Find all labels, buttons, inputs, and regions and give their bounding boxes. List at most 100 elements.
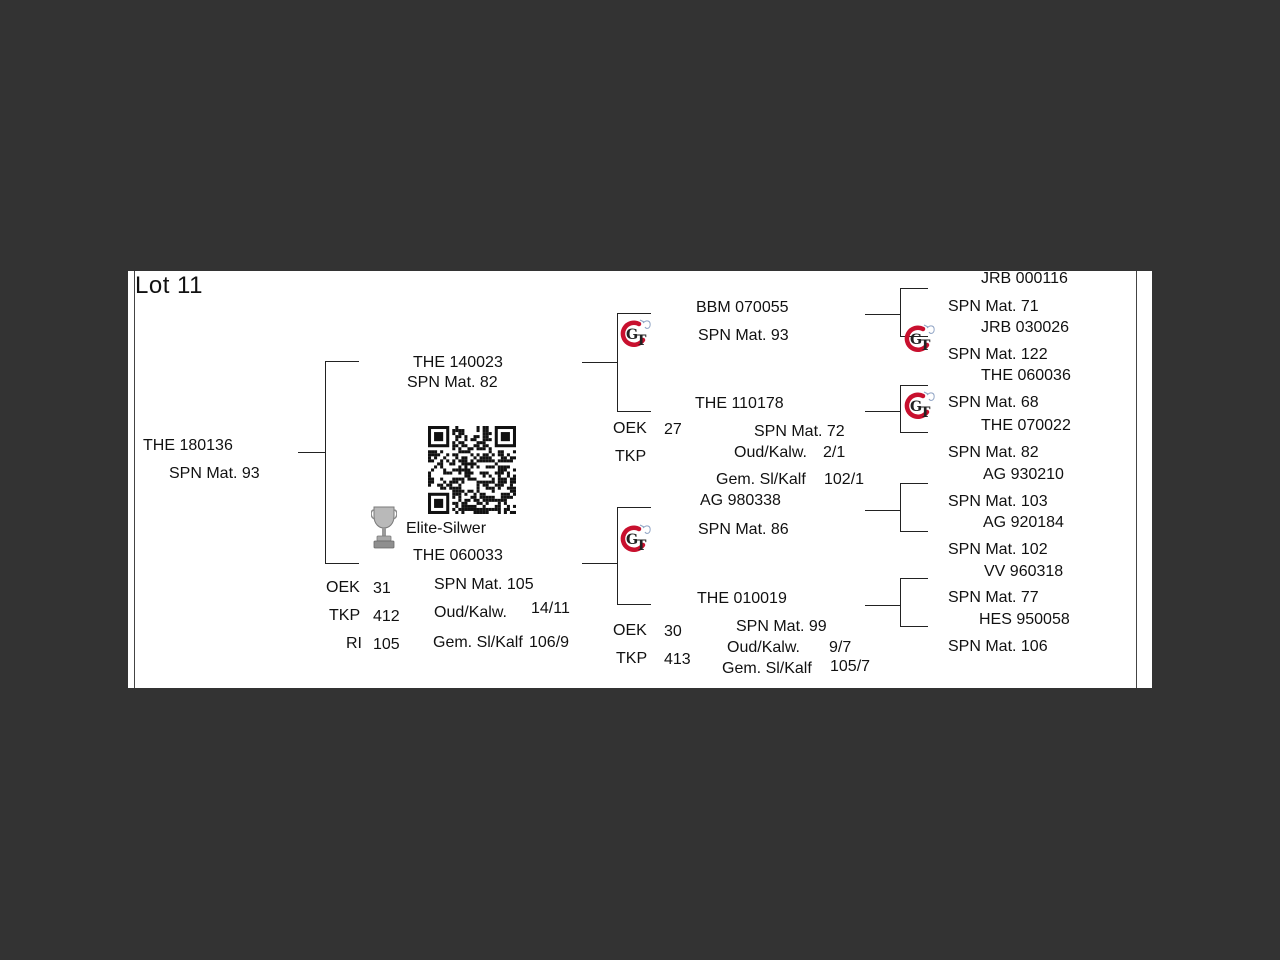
dam-dam-oud-value: 9/7: [829, 639, 852, 656]
svg-text:G: G: [910, 332, 922, 348]
svg-text:G: G: [626, 532, 638, 548]
connector: [865, 411, 900, 412]
dam-stat-label: RI: [346, 635, 362, 652]
gen3-spn: SPN Mat. 71: [948, 298, 1039, 315]
connector: [298, 452, 325, 453]
dam-stat-value: 412: [373, 608, 400, 625]
animal-spn: SPN Mat. 93: [169, 465, 260, 482]
dam-oud-label: Oud/Kalw.: [434, 604, 507, 621]
connector: [617, 507, 618, 604]
svg-text:G: G: [910, 399, 922, 415]
dam-stat-value: 105: [373, 636, 400, 653]
connector: [582, 362, 617, 363]
sire-dam-tkp-label: TKP: [615, 448, 647, 465]
trophy-icon: [371, 506, 397, 549]
dam-stat-label: TKP: [329, 607, 361, 624]
qr-code-icon: [428, 426, 516, 514]
svg-text:T: T: [636, 333, 647, 349]
gen3-spn: SPN Mat. 122: [948, 346, 1048, 363]
pedigree-sheet: Lot 11 THE 180136 SPN Mat. 93 THE 140023…: [128, 271, 1152, 688]
left-border: [134, 271, 135, 688]
gen3-spn: SPN Mat. 103: [948, 493, 1048, 510]
dam-stat-value: 31: [373, 580, 391, 597]
gen3-spn: SPN Mat. 68: [948, 394, 1039, 411]
sire-sire-spn: SPN Mat. 93: [698, 327, 789, 344]
gt-breeder-logo-icon: GT: [904, 324, 935, 354]
connector: [900, 483, 901, 531]
gen3-spn: SPN Mat. 77: [948, 589, 1039, 606]
gen3-id: JRB 000116: [981, 271, 1068, 287]
gen3-id: VV 960318: [984, 563, 1064, 580]
connector: [900, 578, 901, 626]
connector: [900, 385, 928, 386]
sire-dam-id: THE 110178: [695, 395, 784, 412]
dam-dam-oek-value: 30: [664, 623, 682, 640]
connector: [325, 361, 326, 563]
lot-title: Lot 11: [135, 272, 203, 299]
dam-dam-gem-value: 105/7: [830, 658, 871, 675]
connector: [865, 605, 900, 606]
dam-sire-spn: SPN Mat. 86: [698, 521, 789, 538]
connector: [617, 507, 651, 508]
gen3-id: JRB 030026: [981, 319, 1070, 336]
sire-spn: SPN Mat. 82: [407, 374, 498, 391]
connector: [325, 563, 359, 564]
dam-dam-oud-label: Oud/Kalw.: [727, 639, 800, 656]
connector: [617, 411, 651, 412]
connector: [900, 336, 928, 337]
connector: [900, 531, 928, 532]
sire-dam-oud-label: Oud/Kalw.: [734, 444, 807, 461]
gen3-id: THE 060036: [981, 367, 1071, 384]
gen3-id: AG 930210: [983, 466, 1064, 483]
dam-spn: SPN Mat. 105: [434, 576, 534, 593]
gen3-id: THE 070022: [981, 417, 1071, 434]
svg-text:T: T: [636, 538, 647, 554]
gt-breeder-logo-icon: GT: [620, 319, 651, 349]
right-border: [1136, 271, 1137, 688]
connector: [865, 314, 900, 315]
sire-sire-id: BBM 070055: [696, 299, 789, 316]
svg-text:T: T: [920, 405, 931, 421]
dam-gem-value: 106/9: [529, 634, 570, 651]
sire-dam-gem-value: 102/1: [824, 471, 865, 488]
dam-sire-id: AG 980338: [700, 492, 781, 509]
dam-gem-label: Gem. Sl/Kalf: [433, 634, 523, 651]
connector: [325, 361, 359, 362]
connector: [900, 626, 928, 627]
dam-dam-tkp-value: 413: [664, 651, 691, 668]
connector: [900, 483, 928, 484]
animal-id: THE 180136: [143, 437, 233, 454]
svg-text:T: T: [920, 338, 931, 354]
gt-breeder-logo-icon: GT: [620, 524, 651, 554]
gen3-id: HES 950058: [979, 611, 1070, 628]
dam-dam-id: THE 010019: [697, 590, 787, 607]
dam-award: Elite-Silwer: [406, 520, 487, 537]
gt-breeder-logo-icon: GT: [904, 391, 935, 421]
gen3-spn: SPN Mat. 82: [948, 444, 1039, 461]
connector: [900, 385, 901, 432]
sire-dam-gem-label: Gem. Sl/Kalf: [716, 471, 806, 488]
gen3-spn: SPN Mat. 106: [948, 638, 1048, 655]
dam-oud-value: 14/11: [531, 600, 570, 617]
connector: [900, 288, 901, 336]
dam-dam-gem-label: Gem. Sl/Kalf: [722, 660, 812, 677]
connector: [617, 313, 651, 314]
dam-dam-oek-label: OEK: [613, 622, 647, 639]
connector: [582, 563, 617, 564]
sire-id: THE 140023: [413, 354, 503, 371]
connector: [900, 288, 928, 289]
dam-dam-spn: SPN Mat. 99: [736, 618, 827, 635]
sire-dam-spn: SPN Mat. 72: [754, 423, 845, 440]
connector: [865, 510, 900, 511]
connector: [900, 432, 928, 433]
connector: [617, 604, 651, 605]
sire-dam-oek-value: 27: [664, 421, 682, 438]
sire-dam-oud-value: 2/1: [823, 444, 846, 461]
dam-stat-label: OEK: [326, 579, 360, 596]
gen3-spn: SPN Mat. 102: [948, 541, 1048, 558]
svg-text:G: G: [626, 327, 638, 343]
dam-id: THE 060033: [413, 547, 503, 564]
dam-dam-tkp-label: TKP: [616, 650, 648, 667]
connector: [900, 578, 928, 579]
gen3-id: AG 920184: [983, 514, 1064, 531]
